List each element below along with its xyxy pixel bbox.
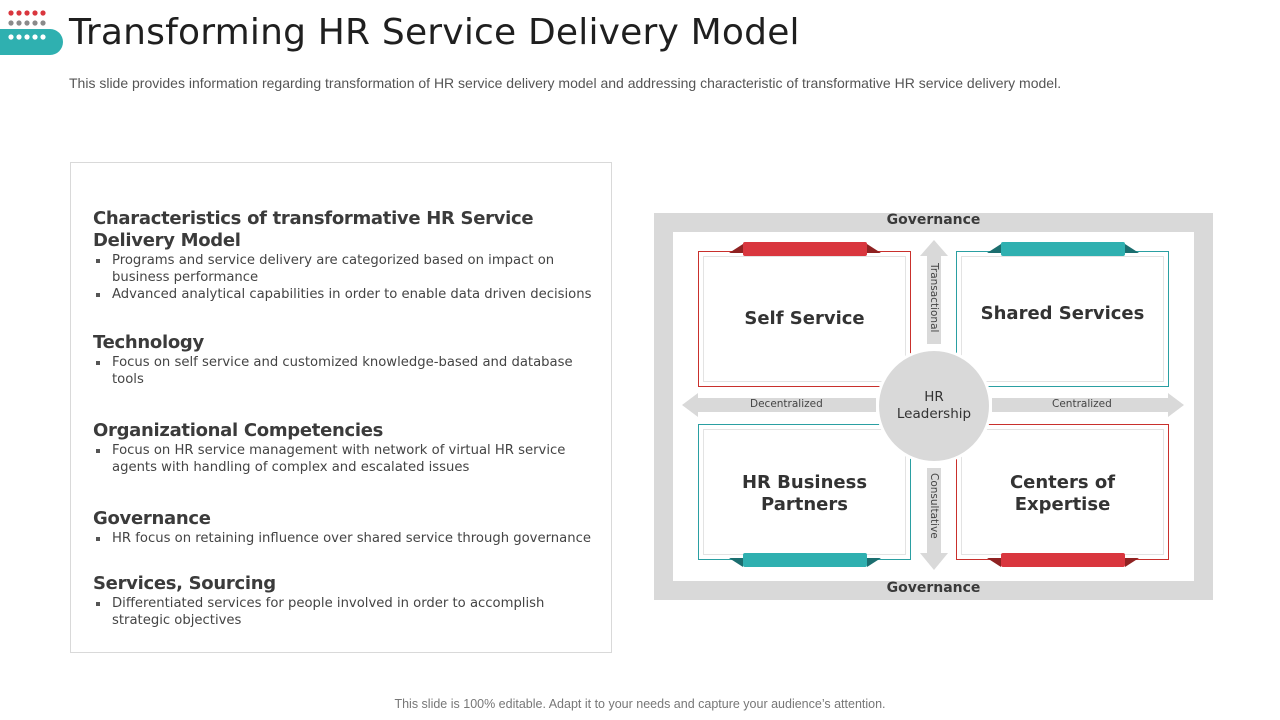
quadrant-self-service: Self Service <box>698 251 911 387</box>
characteristics-panel: Characteristics of transformative HR Ser… <box>70 162 612 653</box>
section-technology: Technology Focus on self service and cus… <box>93 332 598 388</box>
axis-label-consultative: Consultative <box>928 473 940 539</box>
footer-note: This slide is 100% editable. Adapt it to… <box>394 697 886 711</box>
bullet-item: HR focus on retaining influence over sha… <box>93 530 598 547</box>
bullet-list: Focus on self service and customized kno… <box>93 354 598 388</box>
arrow-right-icon <box>992 393 1184 417</box>
section-heading: Organizational Competencies <box>93 420 384 441</box>
governance-label-top: Governance <box>886 212 981 228</box>
axis-label-transactional: Transactional <box>928 263 940 333</box>
bullet-item: Focus on HR service management with netw… <box>93 442 598 476</box>
quadrant-label: Centers of Expertise <box>1009 472 1116 515</box>
quadrant-label: Self Service <box>744 308 865 329</box>
quadrant-label: HR Business Partners <box>741 472 868 515</box>
axis-label-decentralized: Decentralized <box>750 398 823 410</box>
section-organizational-competencies: Organizational Competencies Focus on HR … <box>93 420 598 476</box>
quadrant-tab-teal <box>987 242 1139 256</box>
quadrant-hr-business-partners: HR Business Partners <box>698 424 911 560</box>
section-heading: Technology <box>93 332 204 353</box>
section-governance: Governance HR focus on retaining influen… <box>93 508 598 547</box>
company-logo <box>0 10 63 55</box>
section-services-sourcing: Services, Sourcing Differentiated servic… <box>93 573 598 629</box>
section-heading: Services, Sourcing <box>93 573 276 594</box>
page-subtitle: This slide provides information regardin… <box>69 75 1062 91</box>
section-heading: Governance <box>93 508 211 529</box>
quadrant-centers-of-expertise: Centers of Expertise <box>956 424 1169 560</box>
bullet-item: Differentiated services for people invol… <box>93 595 598 629</box>
governance-label-bottom: Governance <box>886 580 981 596</box>
arrow-left-icon <box>682 393 876 417</box>
service-delivery-diagram: Governance Governance Self Service Share… <box>654 212 1213 600</box>
bullet-item: Advanced analytical capabilities in orde… <box>93 286 598 303</box>
quadrant-tab-teal <box>729 553 881 567</box>
quadrant-tab-red <box>729 242 881 256</box>
center-label: HR Leadership <box>896 389 972 422</box>
bullet-list: Programs and service delivery are catego… <box>93 252 598 303</box>
arrow-up-icon <box>920 240 948 344</box>
bullet-list: HR focus on retaining influence over sha… <box>93 530 598 547</box>
bullet-item: Focus on self service and customized kno… <box>93 354 598 388</box>
quadrant-label: Shared Services <box>980 303 1145 324</box>
quadrant-tab-red <box>987 553 1139 567</box>
arrow-down-icon <box>920 468 948 570</box>
bullet-list: Differentiated services for people invol… <box>93 595 598 629</box>
axis-label-centralized: Centralized <box>1052 398 1112 410</box>
section-characteristics: Characteristics of transformative HR Ser… <box>93 208 598 303</box>
page-title: Transforming HR Service Delivery Model <box>69 12 800 53</box>
hr-leadership-circle: HR Leadership <box>876 348 992 464</box>
axis-arrows <box>682 240 1184 570</box>
quadrant-shared-services: Shared Services <box>956 251 1169 387</box>
bullet-list: Focus on HR service management with netw… <box>93 442 598 476</box>
section-heading: Characteristics of transformative HR Ser… <box>93 208 534 251</box>
bullet-item: Programs and service delivery are catego… <box>93 252 598 286</box>
